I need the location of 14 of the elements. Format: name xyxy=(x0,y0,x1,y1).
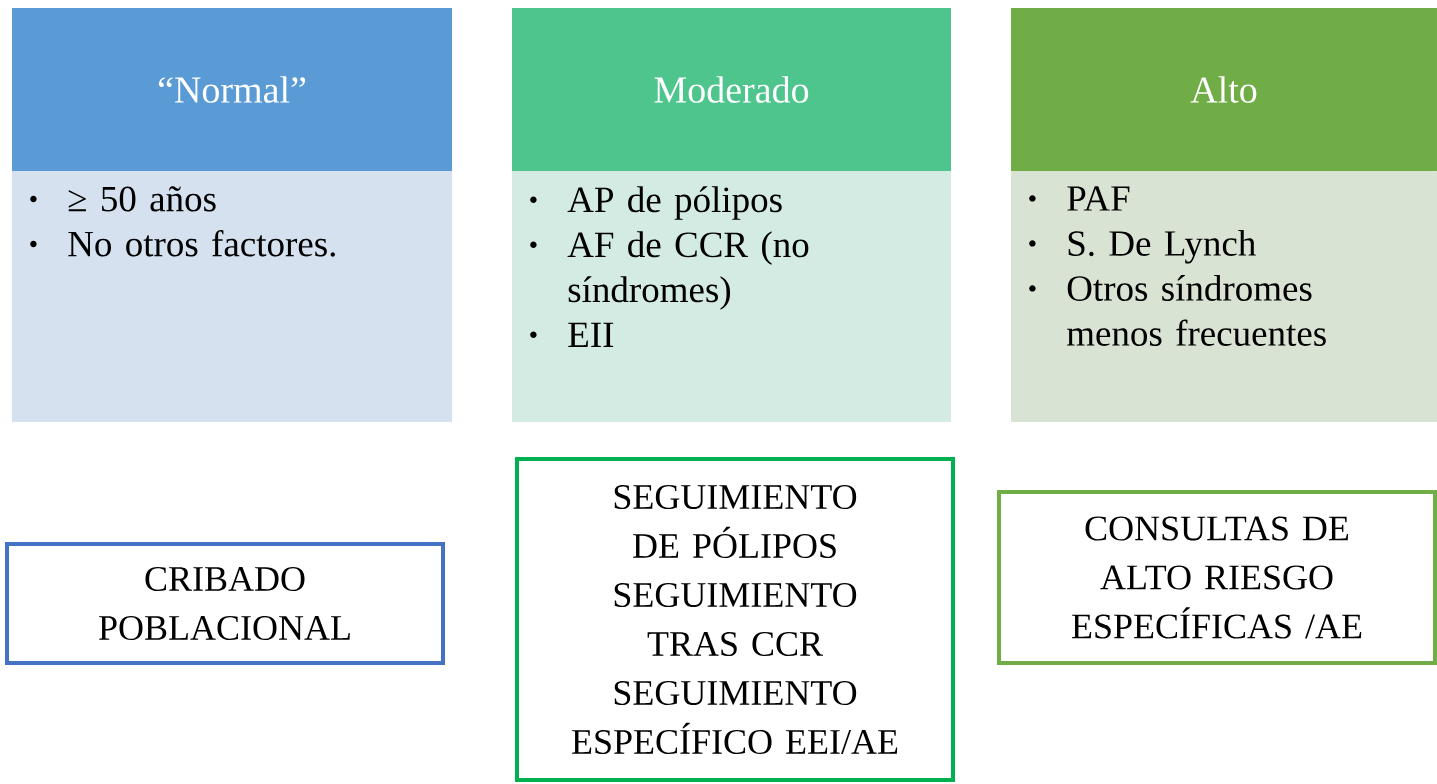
outlined-box: CONSULTAS DE ALTO RIESGO ESPECÍFICAS /AE xyxy=(997,490,1437,665)
outlined-box: CRIBADO POBLACIONAL xyxy=(5,542,445,665)
bullet-item: ≥ 50 años xyxy=(30,186,216,212)
header-box: Moderado xyxy=(512,8,951,171)
bullet-item: S. De Lynch xyxy=(1029,229,1256,264)
header-box: Alto xyxy=(1011,8,1437,171)
bullet-item: EII xyxy=(530,322,614,347)
header-box: “Normal” xyxy=(12,8,452,171)
bullet-item: AF de CCR (no síndromes) xyxy=(530,231,809,310)
outlined-box: SEGUIMIENTO DE PÓLIPOS SEGUIMIENTO TRAS CCR SEGUIMIENTO ESPECÍFICO EEI/AE xyxy=(515,457,955,782)
bullet-item: AP de pólipos xyxy=(530,186,782,220)
bullet-item: PAF xyxy=(1029,186,1130,211)
bullet-item: No otros factores. xyxy=(30,230,335,257)
bullet-item: Otros síndromes menos frecuentes xyxy=(1029,274,1326,346)
